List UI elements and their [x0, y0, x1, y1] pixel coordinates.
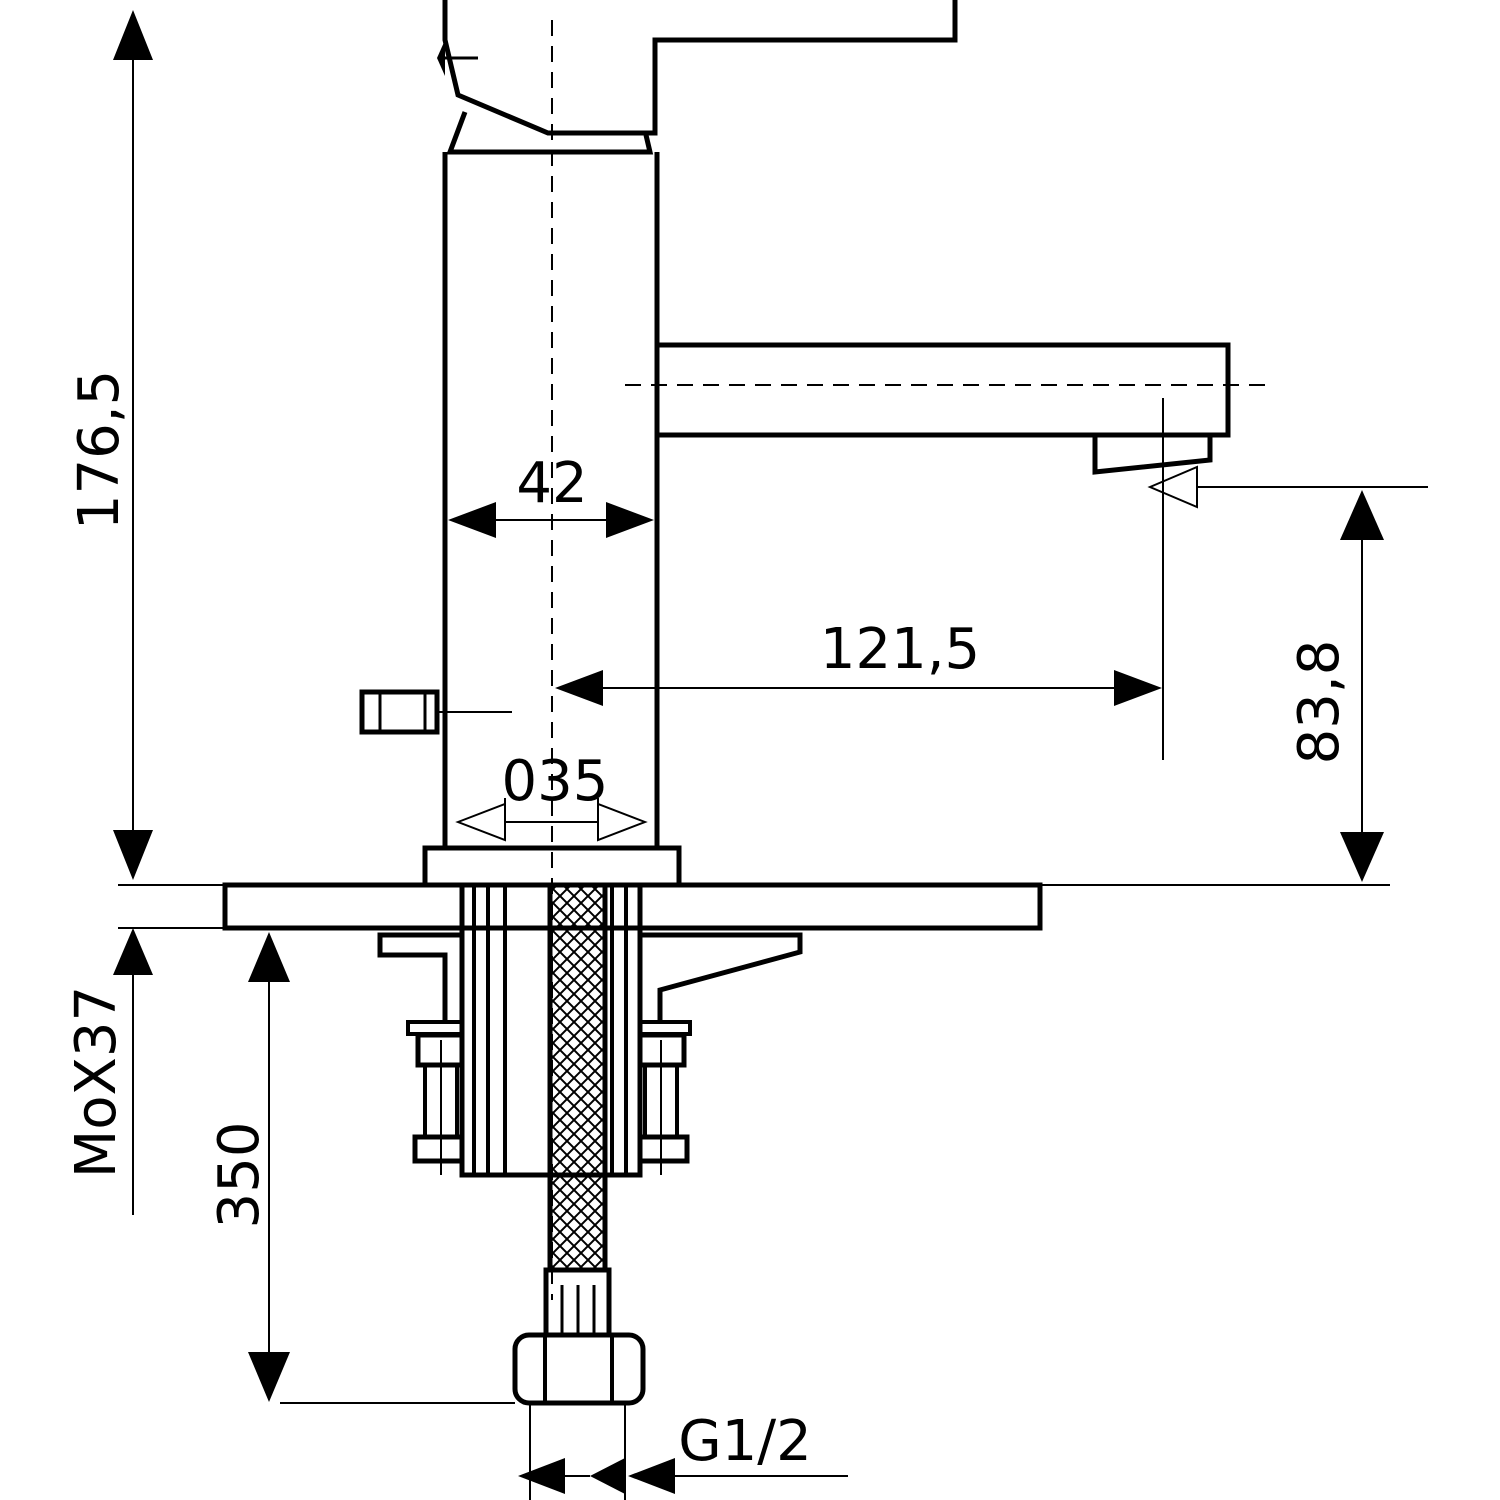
countertop — [118, 882, 1390, 931]
dimension-body-width: 42 — [448, 451, 654, 538]
hex-nut — [280, 1332, 646, 1406]
dimension-connection: G1/2 — [518, 1403, 848, 1500]
spout-height-label: 83,8 — [1287, 640, 1352, 765]
thread-mount-label: MoX37 — [64, 986, 129, 1178]
side-button — [359, 689, 512, 735]
dimension-thread-mount: MoX37 — [64, 928, 153, 1215]
dimension-spout-height: 83,8 — [1147, 465, 1428, 882]
dimension-spout-reach: 121,5 — [555, 398, 1164, 760]
base-diameter-label: 035 — [502, 749, 609, 814]
hose-length-label: 350 — [207, 1122, 272, 1229]
faucet-body — [442, 152, 660, 848]
total-height-label: 176,5 — [67, 370, 132, 530]
dimension-hose-length: 350 — [207, 932, 290, 1402]
spout-reach-label: 121,5 — [820, 617, 980, 682]
spout — [625, 342, 1265, 475]
body-width-label: 42 — [516, 451, 587, 516]
connection-label: G1/2 — [678, 1409, 812, 1474]
braided-hose — [543, 882, 612, 1338]
dimension-base-diameter: 035 — [455, 749, 648, 842]
handle-lever — [437, 0, 958, 155]
dimension-total-height: 176,5 — [67, 10, 153, 880]
